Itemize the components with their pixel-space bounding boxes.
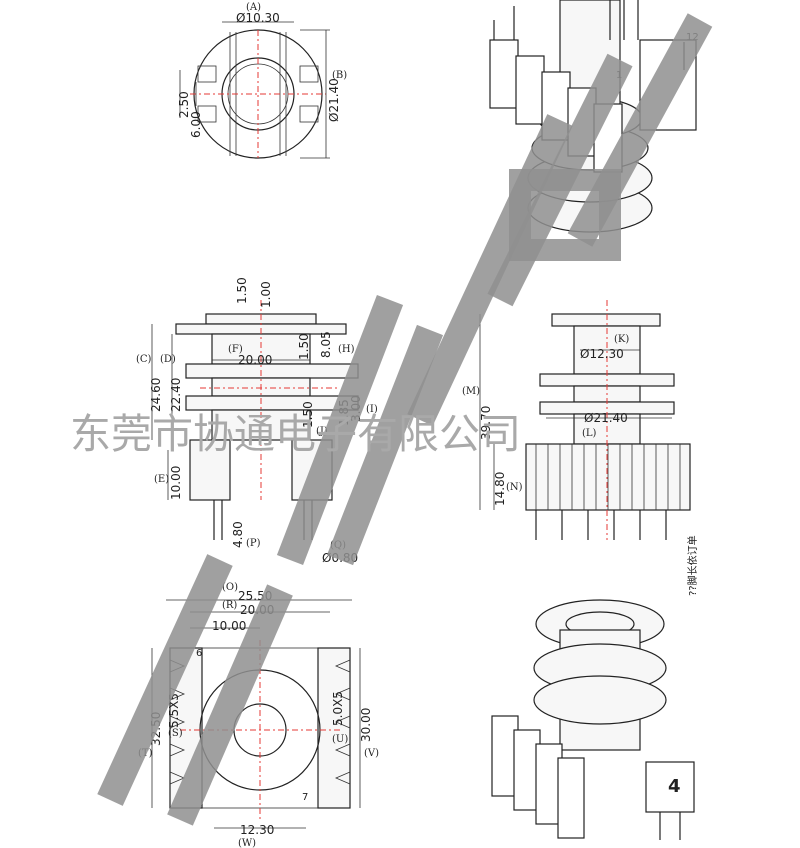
- callout-P: (P): [246, 538, 261, 549]
- pin-label-6: 6: [196, 648, 202, 659]
- callout-N: (N): [506, 482, 523, 493]
- front-view: (K) Ø12.30 Ø21.40 (L) (M) 39.70 14.80 (N…: [462, 300, 699, 596]
- callout-U: (U): [332, 734, 348, 745]
- watermark-company-name: 东莞市协通电子有限公司: [70, 410, 521, 458]
- dimension-F: 20.00: [238, 353, 272, 367]
- dimension-6-00: 6.00: [189, 111, 203, 138]
- dimension-1-50-top: 1.50: [235, 277, 249, 304]
- dimension-P: 4.80: [231, 521, 245, 548]
- dimension-L: Ø21.40: [584, 411, 628, 425]
- part-number-badge: 4: [668, 776, 681, 797]
- top-view: (A) Ø10.30 (B) Ø21.40 2.50 6.00: [177, 2, 347, 159]
- pin-length-note: ??脚长依订单: [686, 535, 699, 596]
- dimension-N: 14.80: [493, 472, 507, 506]
- callout-V: (V): [364, 748, 379, 759]
- callout-L: (L): [582, 428, 597, 439]
- callout-S: (S): [168, 728, 183, 739]
- pin-fins: [535, 444, 681, 510]
- callout-H: (H): [338, 344, 355, 355]
- dimension-1-50-low: 1.50: [301, 401, 315, 428]
- callout-D: (D): [160, 354, 176, 365]
- dimension-C: 24.60: [149, 378, 163, 412]
- callout-O: (O): [222, 582, 238, 593]
- callout-J: (J): [316, 426, 328, 437]
- pin-legs: [535, 510, 667, 540]
- dimension-1-00: 1.00: [259, 281, 273, 308]
- callout-M: (M): [462, 386, 480, 397]
- dimension-V: 30.00: [359, 708, 373, 742]
- callout-F: (F): [228, 344, 243, 355]
- dimension-D: 22.40: [169, 378, 183, 412]
- watermark: 东莞市协通电子有限公司: [70, 13, 713, 826]
- callout-E: (E): [154, 474, 169, 485]
- dimension-2-50: 2.50: [177, 91, 191, 118]
- callout-I: (I): [366, 404, 378, 415]
- dimension-E: 10.00: [169, 466, 183, 500]
- callout-W: (W): [238, 838, 256, 848]
- callout-B: (B): [332, 70, 347, 81]
- dimension-H: 8.05: [319, 331, 333, 358]
- dimension-W: 12.30: [240, 823, 274, 837]
- dimension-K: Ø12.30: [580, 347, 624, 361]
- pin-fins: [491, 715, 695, 840]
- right-pin-comb: [317, 647, 351, 809]
- dimension-10-00: 10.00: [212, 619, 246, 633]
- isometric-view-bottom: 4: [491, 599, 695, 840]
- dimension-M: 39.70: [479, 406, 493, 440]
- callout-K: (K): [614, 334, 629, 345]
- dimension-1-50-mid: 1.50: [297, 333, 311, 360]
- dimension-B: Ø21.40: [327, 78, 341, 122]
- dimension-A: Ø10.30: [236, 11, 280, 25]
- callout-R: (R): [222, 600, 237, 611]
- dimension-S: 5.5X5: [167, 693, 181, 728]
- callout-C: (C): [136, 354, 152, 365]
- pin-label-7: 7: [302, 792, 308, 803]
- dimension-U: 5.0X5: [331, 691, 345, 726]
- callout-A: (A): [246, 2, 261, 13]
